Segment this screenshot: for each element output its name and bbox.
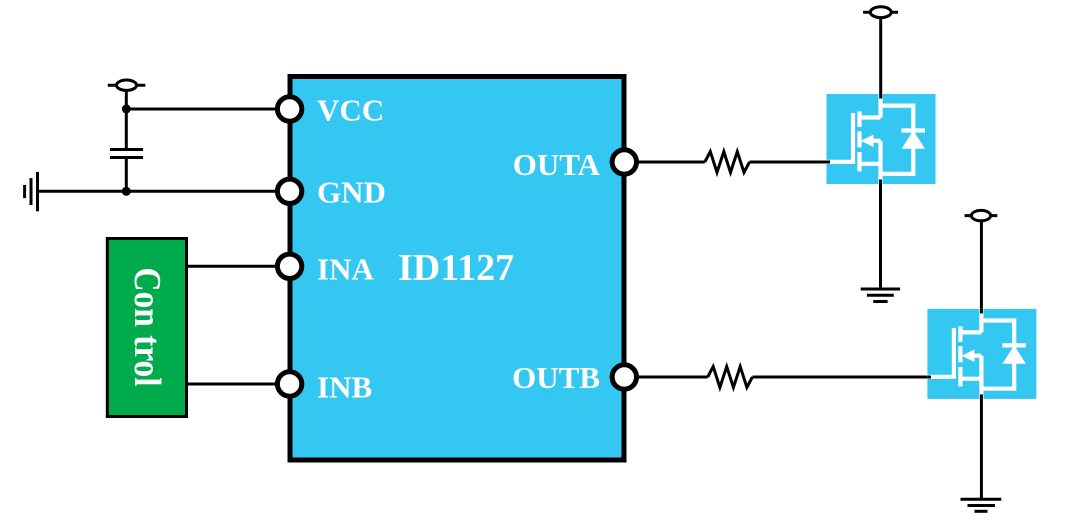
svg-text:ID1127: ID1127	[398, 247, 514, 289]
svg-text:OUTB: OUTB	[512, 360, 600, 395]
svg-text:INB: INB	[317, 370, 372, 405]
svg-text:OUTA: OUTA	[513, 147, 601, 182]
svg-text:GND: GND	[317, 175, 386, 210]
svg-text:VCC: VCC	[317, 93, 384, 128]
svg-text:Con trol: Con trol	[126, 268, 168, 387]
svg-text:INA: INA	[317, 251, 374, 286]
